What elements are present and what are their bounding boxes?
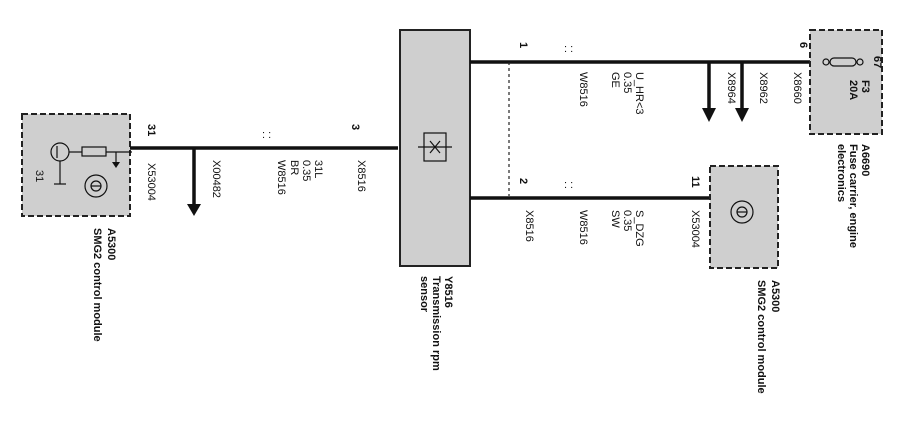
bottom-connector: X8516 xyxy=(523,210,535,242)
right-module-pin: 11 xyxy=(689,176,701,188)
fuse-carrier-connector: X8660 xyxy=(791,72,803,104)
ecu-symbol-icon xyxy=(84,174,108,198)
y8516-pin-bottom: 2 xyxy=(517,178,529,184)
svg-text:: :: : : xyxy=(564,179,573,191)
fuse-carrier-box xyxy=(809,29,883,135)
sensor-name-2: sensor xyxy=(418,276,430,313)
fuse-id: F3 xyxy=(859,80,871,93)
sensor-name-1: Transmission rpm xyxy=(430,276,442,371)
left-connector: X8516 xyxy=(355,160,367,192)
y8516-pin-left: 3 xyxy=(349,124,361,130)
fuse-carrier-name-2: electronics xyxy=(835,144,847,202)
fuse-carrier-id: A6690 xyxy=(859,144,871,176)
svg-text:: :: : : xyxy=(564,43,573,55)
top-harness: W8516 xyxy=(577,72,589,107)
top-signal: U_HR<3 xyxy=(633,72,645,115)
right-module-id: A5300 xyxy=(769,280,781,312)
left-ground-label: X00482 xyxy=(210,160,222,198)
bottom-gauge: 0.35 xyxy=(621,210,633,231)
left-color: BR xyxy=(288,160,300,175)
left-signal: 31L xyxy=(312,160,324,178)
top-branch2: X8962 xyxy=(757,72,769,104)
right-module-connector: X53004 xyxy=(689,210,701,248)
transmission-rpm-sensor-box xyxy=(399,29,471,267)
fuse-rating: 20A xyxy=(847,80,859,100)
left-harness: W8516 xyxy=(275,160,287,195)
ecu-symbol-right-icon xyxy=(730,200,754,224)
left-module-id: A5300 xyxy=(105,228,117,260)
smg2-module-left-box xyxy=(21,113,131,217)
fuse-carrier-name-1: Fuse carrier, engine xyxy=(847,144,859,248)
bottom-harness: W8516 xyxy=(577,210,589,245)
left-gauge: 0.35 xyxy=(300,160,312,181)
y8516-pin-top: 1 xyxy=(517,42,529,48)
right-module-name: SMG2 control module xyxy=(755,280,767,394)
svg-text:: :: : : xyxy=(262,129,271,141)
fuse-pin: 67 xyxy=(871,56,883,68)
internal-pin-label: 31 xyxy=(33,170,45,182)
bottom-color: SW xyxy=(609,210,621,228)
fuse-icon xyxy=(829,57,857,67)
left-module-connector: X53004 xyxy=(145,163,157,201)
top-gauge: 0.35 xyxy=(621,72,633,93)
top-color: GE xyxy=(609,72,621,88)
left-module-name: SMG2 control module xyxy=(91,228,103,342)
left-module-pin: 31 xyxy=(145,124,157,136)
top-branch1: X8964 xyxy=(725,72,737,104)
sensor-id: Y8516 xyxy=(442,276,454,308)
bottom-signal: S_DZG xyxy=(633,210,645,247)
fuse-carrier-pin: 6 xyxy=(797,42,809,48)
